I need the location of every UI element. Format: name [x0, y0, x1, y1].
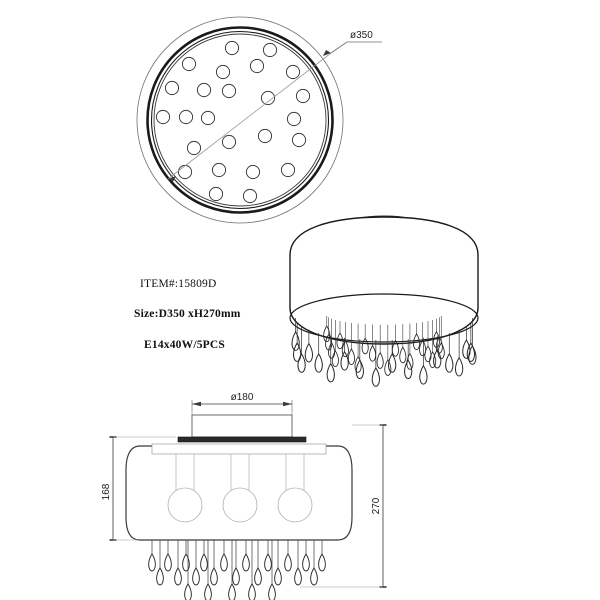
bulb — [277, 487, 313, 523]
perspective-view — [289, 215, 479, 387]
crystal-mount-hole — [164, 80, 180, 96]
perspective-crystal-group — [291, 316, 477, 387]
bulb — [222, 487, 258, 523]
crystal-mount-hole — [285, 64, 301, 80]
item-number-label: ITEM#:15809D — [140, 278, 217, 290]
crystal-mount-hole — [280, 162, 296, 178]
crystal-mount-hole — [186, 140, 202, 156]
bulb-holder — [285, 453, 305, 493]
crystal-mount-hole — [221, 134, 237, 150]
canopy-diameter-dimension: ø180 — [191, 392, 293, 412]
crystal-mount-hole — [286, 111, 302, 127]
crystal-mount-hole — [242, 188, 258, 204]
top-view-diameter-leader — [167, 41, 382, 182]
perspective-shade-body — [289, 216, 479, 345]
crystal-mount-hole — [245, 164, 261, 180]
specification-text-block: ITEM#:15809D Size:D350 xH270mm E14x40W/5… — [134, 278, 241, 351]
crystal-mount-hole — [155, 109, 171, 125]
shade-height-label: 168 — [101, 483, 112, 500]
top-view-outer-construction-circle — [136, 16, 344, 224]
crystal-mount-hole — [260, 90, 276, 106]
elevation-canopy — [191, 414, 293, 438]
bulb-holder — [175, 453, 195, 493]
elevation-canopy-plate — [177, 436, 307, 443]
crystal-mount-hole — [249, 58, 265, 74]
perspective-shade-bottom-rim — [289, 293, 479, 343]
crystal-mount-hole — [257, 128, 273, 144]
crystal-mount-hole — [178, 109, 194, 125]
bulb — [167, 487, 203, 523]
total-height-dimension: 270 — [300, 424, 387, 588]
crystal-mount-hole — [295, 88, 311, 104]
top-view-hole-group — [155, 40, 311, 204]
crystal-mount-hole — [211, 162, 227, 178]
crystal-mount-hole — [224, 40, 240, 56]
front-elevation-view: ø180 168 — [101, 392, 387, 600]
top-view-plan: ø350 — [136, 16, 382, 224]
canopy-diameter-label: ø180 — [231, 392, 254, 403]
size-label: Size:D350 xH270mm — [134, 308, 241, 320]
total-height-label: 270 — [371, 497, 382, 514]
crystal-mount-hole — [262, 42, 278, 58]
top-diameter-label: ø350 — [350, 30, 373, 41]
crystal-mount-hole — [291, 132, 307, 148]
crystal-mount-hole — [215, 64, 231, 80]
lamp-spec-label: E14x40W/5PCS — [144, 339, 225, 351]
top-view-rim-inner — [150, 30, 330, 210]
top-view-plate — [153, 33, 327, 207]
bulb-holder — [230, 453, 250, 493]
crystal-mount-hole — [221, 83, 237, 99]
crystal-mount-hole — [181, 56, 197, 72]
crystal-mount-hole — [196, 82, 212, 98]
crystal-mount-hole — [177, 164, 193, 180]
elevation-bulb-group — [167, 453, 313, 523]
shade-height-dimension: 168 — [101, 436, 176, 541]
top-view-rim-outer — [146, 26, 334, 214]
crystal-mount-hole — [200, 110, 216, 126]
elevation-crystal-group — [148, 540, 326, 600]
crystal-mount-hole — [208, 186, 224, 202]
elevation-mounting-bar — [151, 443, 327, 455]
